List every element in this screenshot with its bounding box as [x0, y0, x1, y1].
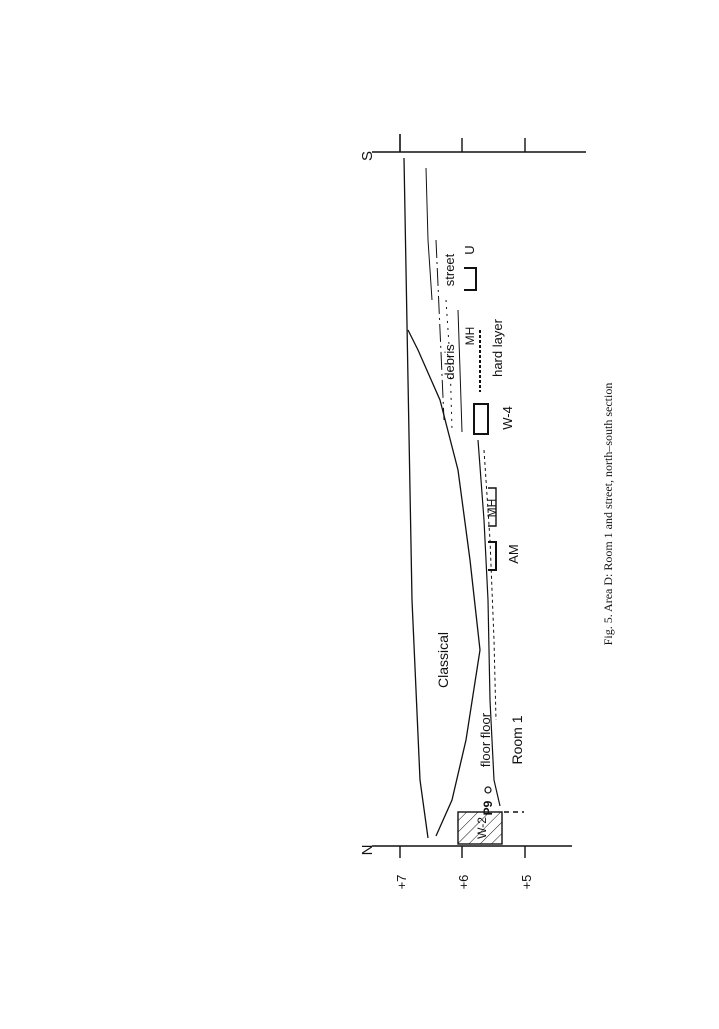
layer-line-1: [425, 167, 433, 301]
label-street: street: [442, 253, 457, 286]
label-mh-upper: MH: [463, 327, 477, 346]
label-debris: debris: [442, 344, 457, 380]
elevation-plus6: +6: [456, 875, 471, 890]
figure-caption: Fig. 5. Area D: Room 1 and street, north…: [601, 383, 615, 646]
w2-wall: [457, 811, 503, 845]
debris-band-2: [457, 309, 463, 433]
elevation-plus7: +7: [394, 875, 409, 890]
elevation-plus5: +5: [519, 875, 534, 890]
classical-boundary: [407, 329, 481, 837]
north-label: N: [359, 845, 376, 856]
am-pit: [488, 541, 497, 571]
label-classical: Classical: [435, 632, 451, 688]
floor-line-lower: [483, 449, 497, 721]
label-floor: floor floor: [478, 712, 493, 767]
layer-line-2: [435, 239, 445, 421]
label-mh-lower: MH: [485, 499, 499, 518]
south-label: S: [359, 151, 376, 161]
u-structure: [464, 267, 477, 291]
surface-line: [403, 157, 429, 839]
w4-wall: [473, 403, 489, 435]
label-w2: W-2: [475, 817, 489, 839]
label-u: U: [462, 245, 477, 254]
debris-band: [445, 299, 453, 431]
floor-line-upper: [477, 439, 501, 807]
mh-lower-marker: [488, 487, 497, 527]
label-w4: W-4: [500, 406, 515, 430]
label-hard-layer: hard layer: [490, 318, 505, 376]
label-am: AM: [506, 544, 521, 564]
label-p9: P9: [481, 800, 495, 815]
label-room: Room 1: [509, 715, 525, 764]
p9-marker: [484, 786, 492, 794]
